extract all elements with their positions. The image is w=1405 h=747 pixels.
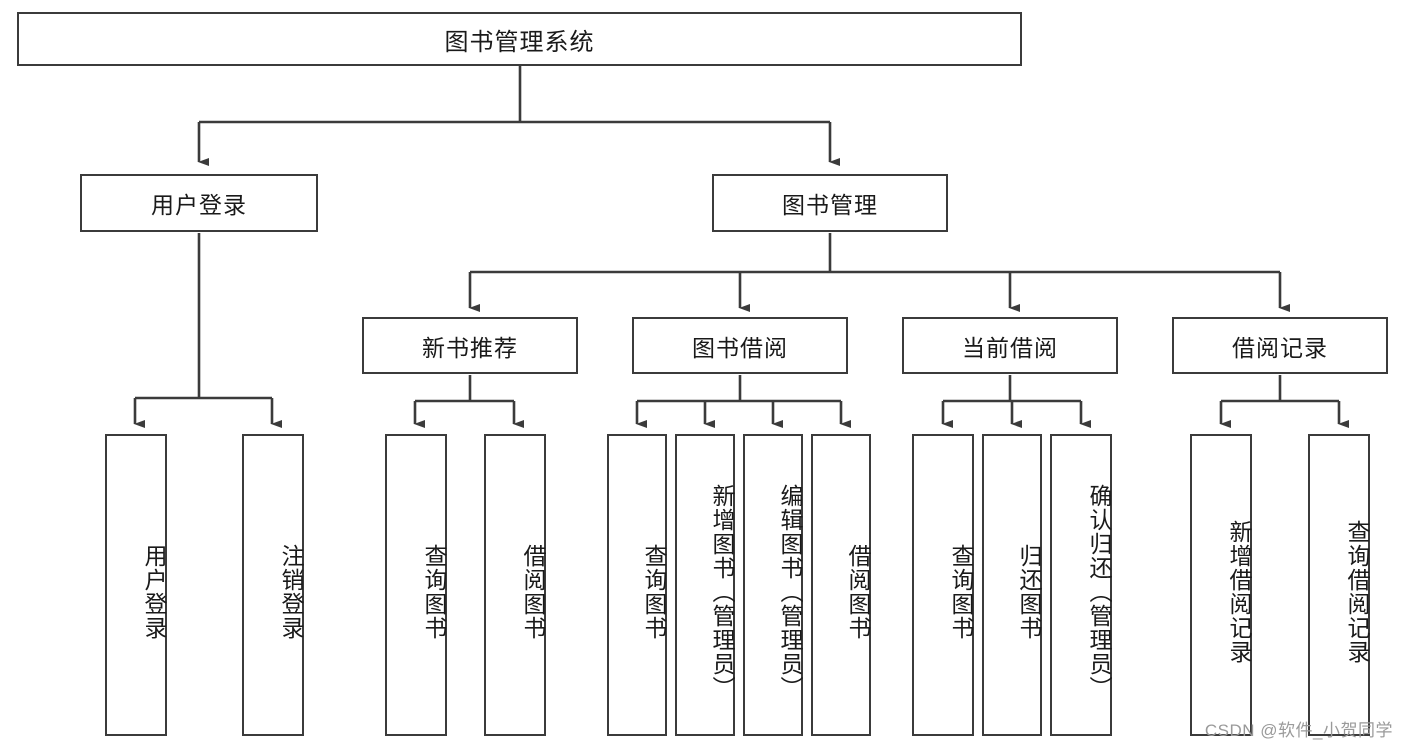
node-label: 归还图书 — [1016, 544, 1042, 640]
node-label: 确认归还（管理员） — [1086, 484, 1112, 700]
node-label: 图书借阅 — [692, 334, 788, 361]
leaf-query-books-borrow[interactable]: 查询图书 — [607, 434, 667, 736]
node-label: 新增借阅记录 — [1226, 520, 1252, 664]
node-label: 新增图书（管理员） — [709, 484, 735, 700]
node-label: 图书管理系统 — [444, 28, 595, 56]
leaf-add-borrow-record[interactable]: 新增借阅记录 — [1190, 434, 1252, 736]
node-label: 查询图书 — [948, 544, 974, 640]
leaf-borrow-books-new[interactable]: 借阅图书 — [484, 434, 546, 736]
node-label: 用户登录 — [151, 192, 247, 218]
node-borrow-records[interactable]: 借阅记录 — [1172, 317, 1388, 374]
node-label: 查询图书 — [641, 544, 667, 640]
node-label: 图书管理 — [782, 192, 878, 218]
leaf-edit-book-admin[interactable]: 编辑图书（管理员） — [743, 434, 803, 736]
node-label: 注销登录 — [278, 544, 304, 640]
leaf-query-books-new[interactable]: 查询图书 — [385, 434, 447, 736]
node-root-book-management-system[interactable]: 图书管理系统 — [17, 12, 1022, 66]
leaf-return-books[interactable]: 归还图书 — [982, 434, 1042, 736]
leaf-confirm-return-admin[interactable]: 确认归还（管理员） — [1050, 434, 1112, 736]
leaf-user-login[interactable]: 用户登录 — [105, 434, 167, 736]
leaf-query-borrow-record[interactable]: 查询借阅记录 — [1308, 434, 1370, 736]
node-label: 借阅图书 — [845, 544, 871, 640]
leaf-borrow-books[interactable]: 借阅图书 — [811, 434, 871, 736]
node-current-borrowing[interactable]: 当前借阅 — [902, 317, 1118, 374]
node-book-borrowing[interactable]: 图书借阅 — [632, 317, 848, 374]
leaf-logout[interactable]: 注销登录 — [242, 434, 304, 736]
node-label: 当前借阅 — [962, 334, 1058, 361]
leaf-add-book-admin[interactable]: 新增图书（管理员） — [675, 434, 735, 736]
node-new-book-recommendation[interactable]: 新书推荐 — [362, 317, 578, 374]
csdn-watermark: CSDN @软件_小贺同学 — [1204, 721, 1393, 740]
node-user-login[interactable]: 用户登录 — [80, 174, 318, 232]
node-label: 借阅记录 — [1232, 334, 1328, 361]
node-label: 借阅图书 — [520, 544, 546, 640]
node-label: 新书推荐 — [422, 334, 518, 361]
node-label: 用户登录 — [141, 544, 167, 640]
node-label: 查询借阅记录 — [1344, 520, 1370, 664]
leaf-query-books-current[interactable]: 查询图书 — [912, 434, 974, 736]
node-label: 编辑图书（管理员） — [777, 484, 803, 700]
node-label: 查询图书 — [421, 544, 447, 640]
node-book-management[interactable]: 图书管理 — [712, 174, 948, 232]
